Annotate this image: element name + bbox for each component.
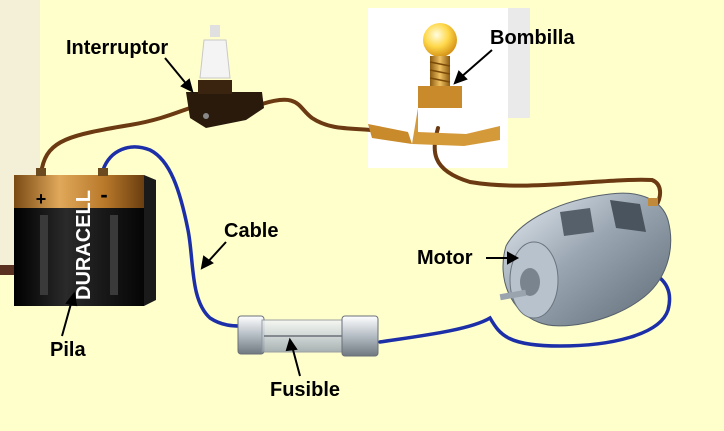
motor-shaft: [499, 289, 527, 301]
arrow-fuse: [291, 345, 301, 377]
arrow-battery-head: [65, 291, 78, 307]
switch-collar: [198, 80, 232, 94]
battery: + - DURACELL: [14, 168, 156, 306]
switch: [186, 25, 264, 128]
motor-terminal: [648, 198, 658, 206]
label-fuse: Fusible: [270, 379, 341, 401]
left-panel-edge: [0, 265, 18, 275]
pointer-arrows: [61, 49, 520, 377]
battery-fine-print-2: [110, 215, 118, 295]
switch-screw: [203, 113, 209, 119]
bulb-glass: [423, 23, 457, 57]
fuse-cap-right: [341, 315, 379, 357]
blue-wire-battery-fuse: [101, 145, 242, 328]
label-battery: Pila: [50, 339, 86, 361]
brown-wire-switch-bulb: [260, 97, 374, 132]
switch-button: [199, 39, 231, 79]
switch-cord-top: [210, 25, 220, 37]
bulb-photo-shadow: [508, 8, 530, 118]
battery-plus-symbol: +: [36, 189, 47, 209]
battery-brand: DURACELL: [73, 190, 95, 300]
arrow-cable-head: [200, 255, 214, 270]
battery-terminal-plus: [36, 168, 46, 176]
arrow-battery: [61, 299, 73, 337]
battery-minus-symbol: -: [100, 182, 107, 207]
battery-copper-top: [14, 175, 144, 210]
switch-base: [186, 92, 264, 128]
motor-vent-2: [560, 208, 594, 236]
label-motor: Motor: [417, 247, 473, 269]
battery-side: [144, 175, 156, 306]
arrow-switch-head: [180, 78, 194, 93]
blue-wire-fuse-motor: [378, 276, 672, 348]
bulb-socket: [418, 86, 462, 108]
fuse: [237, 315, 379, 357]
label-cable: Cable: [224, 220, 279, 242]
label-bulb: Bombilla: [490, 27, 575, 49]
arrow-switch: [164, 57, 189, 87]
motor-vent: [610, 200, 646, 232]
arrow-bulb-head: [453, 70, 468, 85]
label-switch: Interruptor: [66, 37, 169, 59]
battery-fine-print: [40, 215, 48, 295]
motor-bearing: [520, 268, 540, 296]
bulb: [368, 23, 500, 146]
battery-terminal-minus: [98, 168, 108, 176]
fuse-cap-left: [237, 315, 265, 355]
brown-wire-bulb-motor: [432, 126, 663, 208]
battery-body: [14, 208, 144, 306]
motor: [499, 192, 672, 327]
arrow-bulb: [459, 49, 493, 79]
arrow-motor-head: [507, 251, 520, 265]
brown-wire-battery-switch: [40, 106, 192, 170]
arrow-fuse-head: [285, 337, 298, 352]
bulb-bracket-left: [368, 124, 412, 144]
bulb-bracket: [412, 108, 500, 146]
